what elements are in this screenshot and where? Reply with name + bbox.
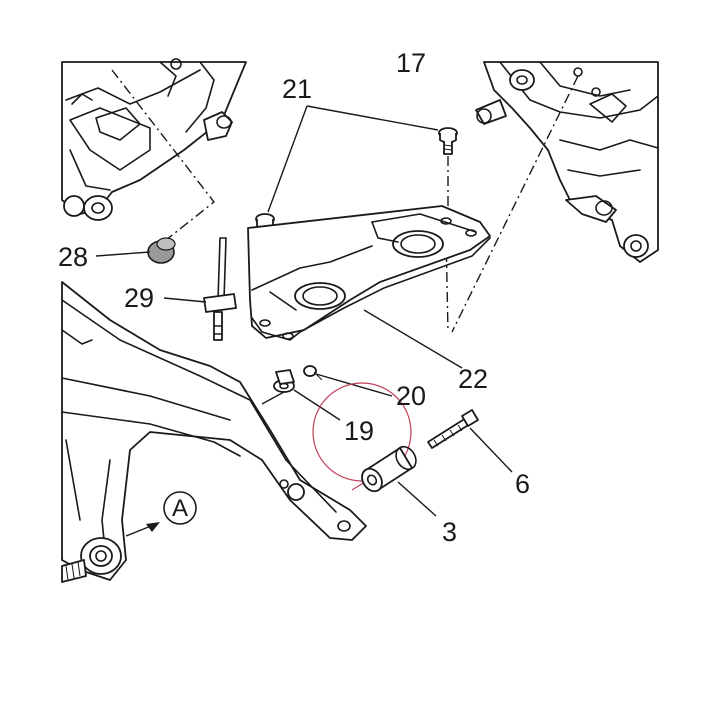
- washer-19: [273, 369, 295, 393]
- leader-19: [293, 389, 341, 421]
- callout-28: 28: [58, 242, 88, 272]
- leader-29: [163, 297, 207, 303]
- view-marker-label: A: [172, 495, 188, 522]
- cable-tie-29: [203, 237, 237, 341]
- callout-20: 20: [396, 381, 426, 411]
- leader-19-down: [261, 391, 285, 405]
- leader-21-left: [267, 105, 308, 213]
- callout-17: 17: [396, 48, 426, 78]
- leader-28: [95, 251, 151, 257]
- grommet-28: [147, 237, 176, 264]
- callout-22: 22: [458, 364, 488, 394]
- screw-21-right: [438, 127, 458, 155]
- assembly-line-28: [111, 69, 215, 241]
- view-marker-a: A: [125, 491, 197, 537]
- bolt-6: [427, 409, 479, 449]
- upper-right-frame: [475, 61, 659, 263]
- assembly-line-right-a: [451, 75, 579, 333]
- leader-22: [363, 309, 463, 369]
- callout-3: 3: [442, 517, 457, 547]
- callout-labels: 17 21 28 29 22 20 19 6 3: [58, 48, 530, 547]
- leader-20: [315, 373, 393, 397]
- callout-29: 29: [124, 283, 154, 313]
- lower-frame-arm: [61, 281, 367, 583]
- screw-20: [303, 365, 323, 381]
- assembly-line-right-b: [445, 231, 449, 333]
- callout-21: 21: [282, 74, 312, 104]
- upper-left-frame-bracket: [61, 58, 247, 221]
- leader-6: [469, 427, 513, 473]
- callout-6: 6: [515, 469, 530, 499]
- leader-3: [397, 481, 437, 517]
- leader-21-right: [306, 105, 439, 131]
- spacer-3: [361, 445, 417, 493]
- mounting-plate-22: [247, 205, 491, 341]
- callout-19: 19: [344, 416, 374, 446]
